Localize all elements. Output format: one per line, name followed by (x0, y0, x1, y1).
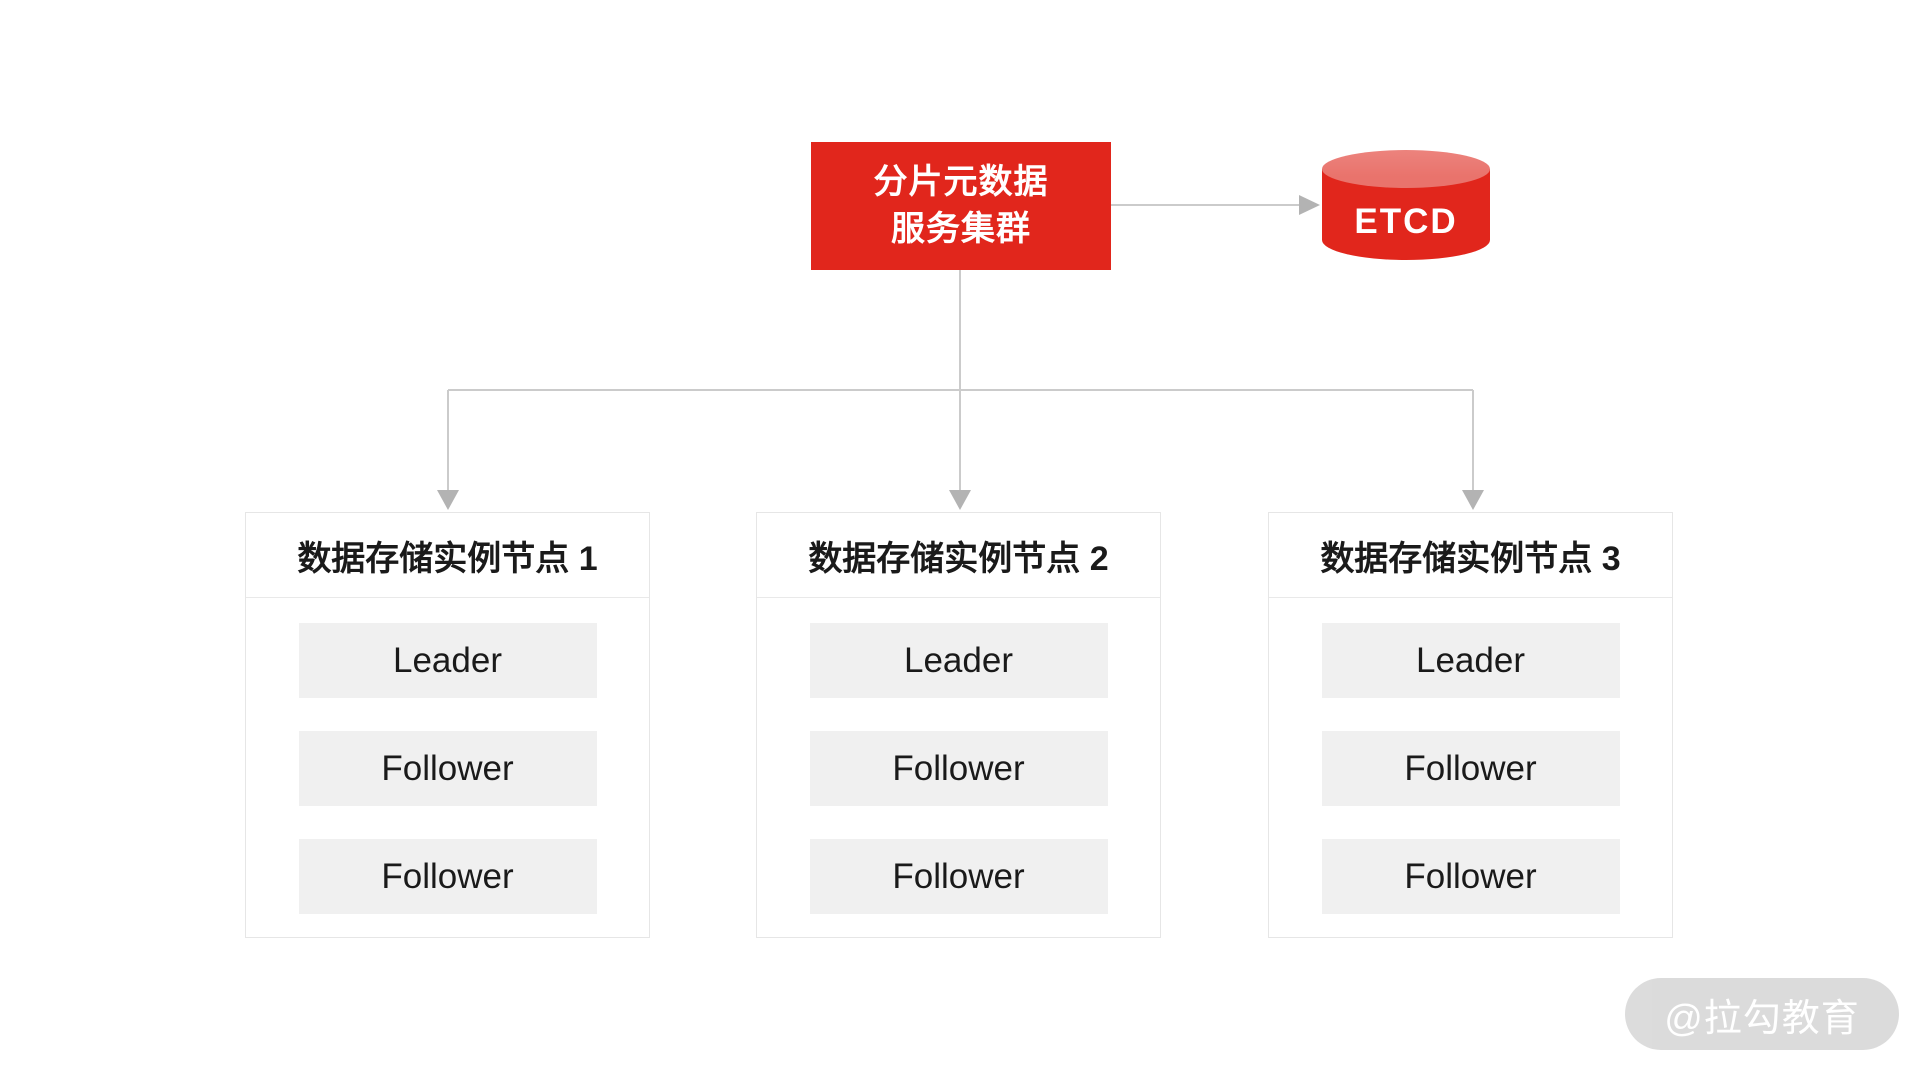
role-item-leader: Leader (809, 623, 1108, 698)
role-item-follower: Follower (298, 731, 597, 806)
node-card-2-items: Leader Follower Follower (757, 598, 1160, 914)
node-card-1: 数据存储实例节点 1 Leader Follower Follower (245, 512, 650, 938)
cluster-box-title-line1: 分片元数据 (873, 163, 1049, 201)
node-card-1-title: 数据存储实例节点 1 (246, 513, 649, 598)
role-item-follower: Follower (1321, 839, 1620, 914)
node-card-2: 数据存储实例节点 2 Leader Follower Follower (756, 512, 1161, 938)
node-card-3: 数据存储实例节点 3 Leader Follower Follower (1268, 512, 1673, 938)
etcd-label: ETCD (1354, 201, 1458, 241)
node-card-3-items: Leader Follower Follower (1269, 598, 1672, 914)
etcd-cylinder-top (1322, 150, 1490, 188)
etcd-cylinder: ETCD (1322, 150, 1490, 260)
role-item-follower: Follower (809, 731, 1108, 806)
node-card-3-title: 数据存储实例节点 3 (1269, 513, 1672, 598)
shard-metadata-cluster-box: 分片元数据 服务集群 (811, 142, 1111, 270)
role-item-follower: Follower (1321, 731, 1620, 806)
role-item-leader: Leader (298, 623, 597, 698)
arrow-right-icon (1299, 195, 1320, 215)
arrow-down-icon (437, 490, 459, 510)
watermark-badge: @拉勾教育 (1625, 978, 1899, 1050)
role-item-leader: Leader (1321, 623, 1620, 698)
cluster-box-title-line2: 服务集群 (891, 210, 1031, 248)
role-item-follower: Follower (809, 839, 1108, 914)
watermark-text: @拉勾教育 (1664, 997, 1860, 1040)
node-card-1-items: Leader Follower Follower (246, 598, 649, 914)
arrow-down-icon (1462, 490, 1484, 510)
role-item-follower: Follower (298, 839, 597, 914)
arrow-down-icon (949, 490, 971, 510)
node-card-2-title: 数据存储实例节点 2 (757, 513, 1160, 598)
